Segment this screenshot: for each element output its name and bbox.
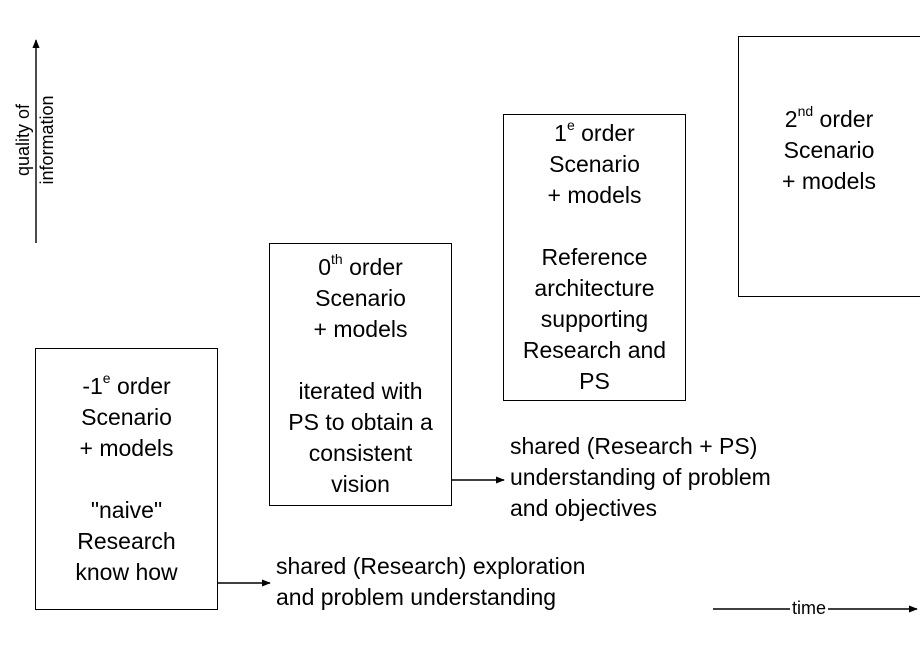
box-zero-desc-line: iterated with <box>298 378 423 404</box>
outcome-line: and objectives <box>510 495 658 521</box>
box-zero-desc-line: vision <box>331 471 390 497</box>
box-neg1-title: -1e order <box>82 370 171 399</box>
outcome-shared-understanding: shared (Research + PS) understanding of … <box>510 431 771 524</box>
box-first-line: Scenario <box>549 151 640 177</box>
box-zero-title: 0th order <box>318 251 403 280</box>
outcome-line: shared (Research) exploration <box>276 553 586 579</box>
box-zero-line: Scenario <box>315 285 406 311</box>
outcome-research-exploration: shared (Research) exploration and proble… <box>276 551 585 613</box>
box-first-desc-line: architecture <box>534 275 655 301</box>
box-neg1-order: -1e order Scenario + models "naive" Rese… <box>35 348 218 610</box>
box-neg1-line: + models <box>79 435 174 461</box>
box-second-title: 2nd order <box>784 103 874 132</box>
box-first-desc-line: Reference <box>541 244 648 270</box>
outcome-line: and problem understanding <box>276 584 557 610</box>
x-axis-label: time <box>790 596 829 620</box>
box-neg1-desc-line: Research <box>77 528 176 554</box>
box-zero-desc-line: PS to obtain a <box>288 409 433 435</box>
box-zero-line: + models <box>313 316 408 342</box>
y-axis-label-line-1: quality of <box>13 103 33 177</box>
box-neg1-desc-line: "naive" <box>90 497 163 523</box>
box-first-order: 1e order Scenario + models Reference arc… <box>503 114 686 401</box>
box-zero-order: 0th order Scenario + models iterated wit… <box>269 243 452 506</box>
box-first-line: + models <box>547 182 642 208</box>
box-neg1-line: Scenario <box>81 404 172 430</box>
box-neg1-desc-line: know how <box>75 559 178 585</box>
box-first-title: 1e order <box>554 117 635 146</box>
outcome-line: understanding of problem <box>510 464 771 490</box>
box-second-order: 2nd order Scenario + models <box>738 36 920 297</box>
box-first-desc-line: supporting <box>540 306 649 332</box>
box-first-desc-line: Research and <box>522 337 667 363</box>
outcome-line: shared (Research + PS) <box>510 433 758 459</box>
box-second-line: Scenario <box>783 137 875 163</box>
y-axis-label: quality of information <box>7 70 63 210</box>
box-first-desc-line: PS <box>579 368 610 394</box>
box-second-line: + models <box>782 168 876 194</box>
box-zero-desc-line: consistent <box>308 440 413 466</box>
y-axis-label-line-2: information <box>37 95 57 185</box>
